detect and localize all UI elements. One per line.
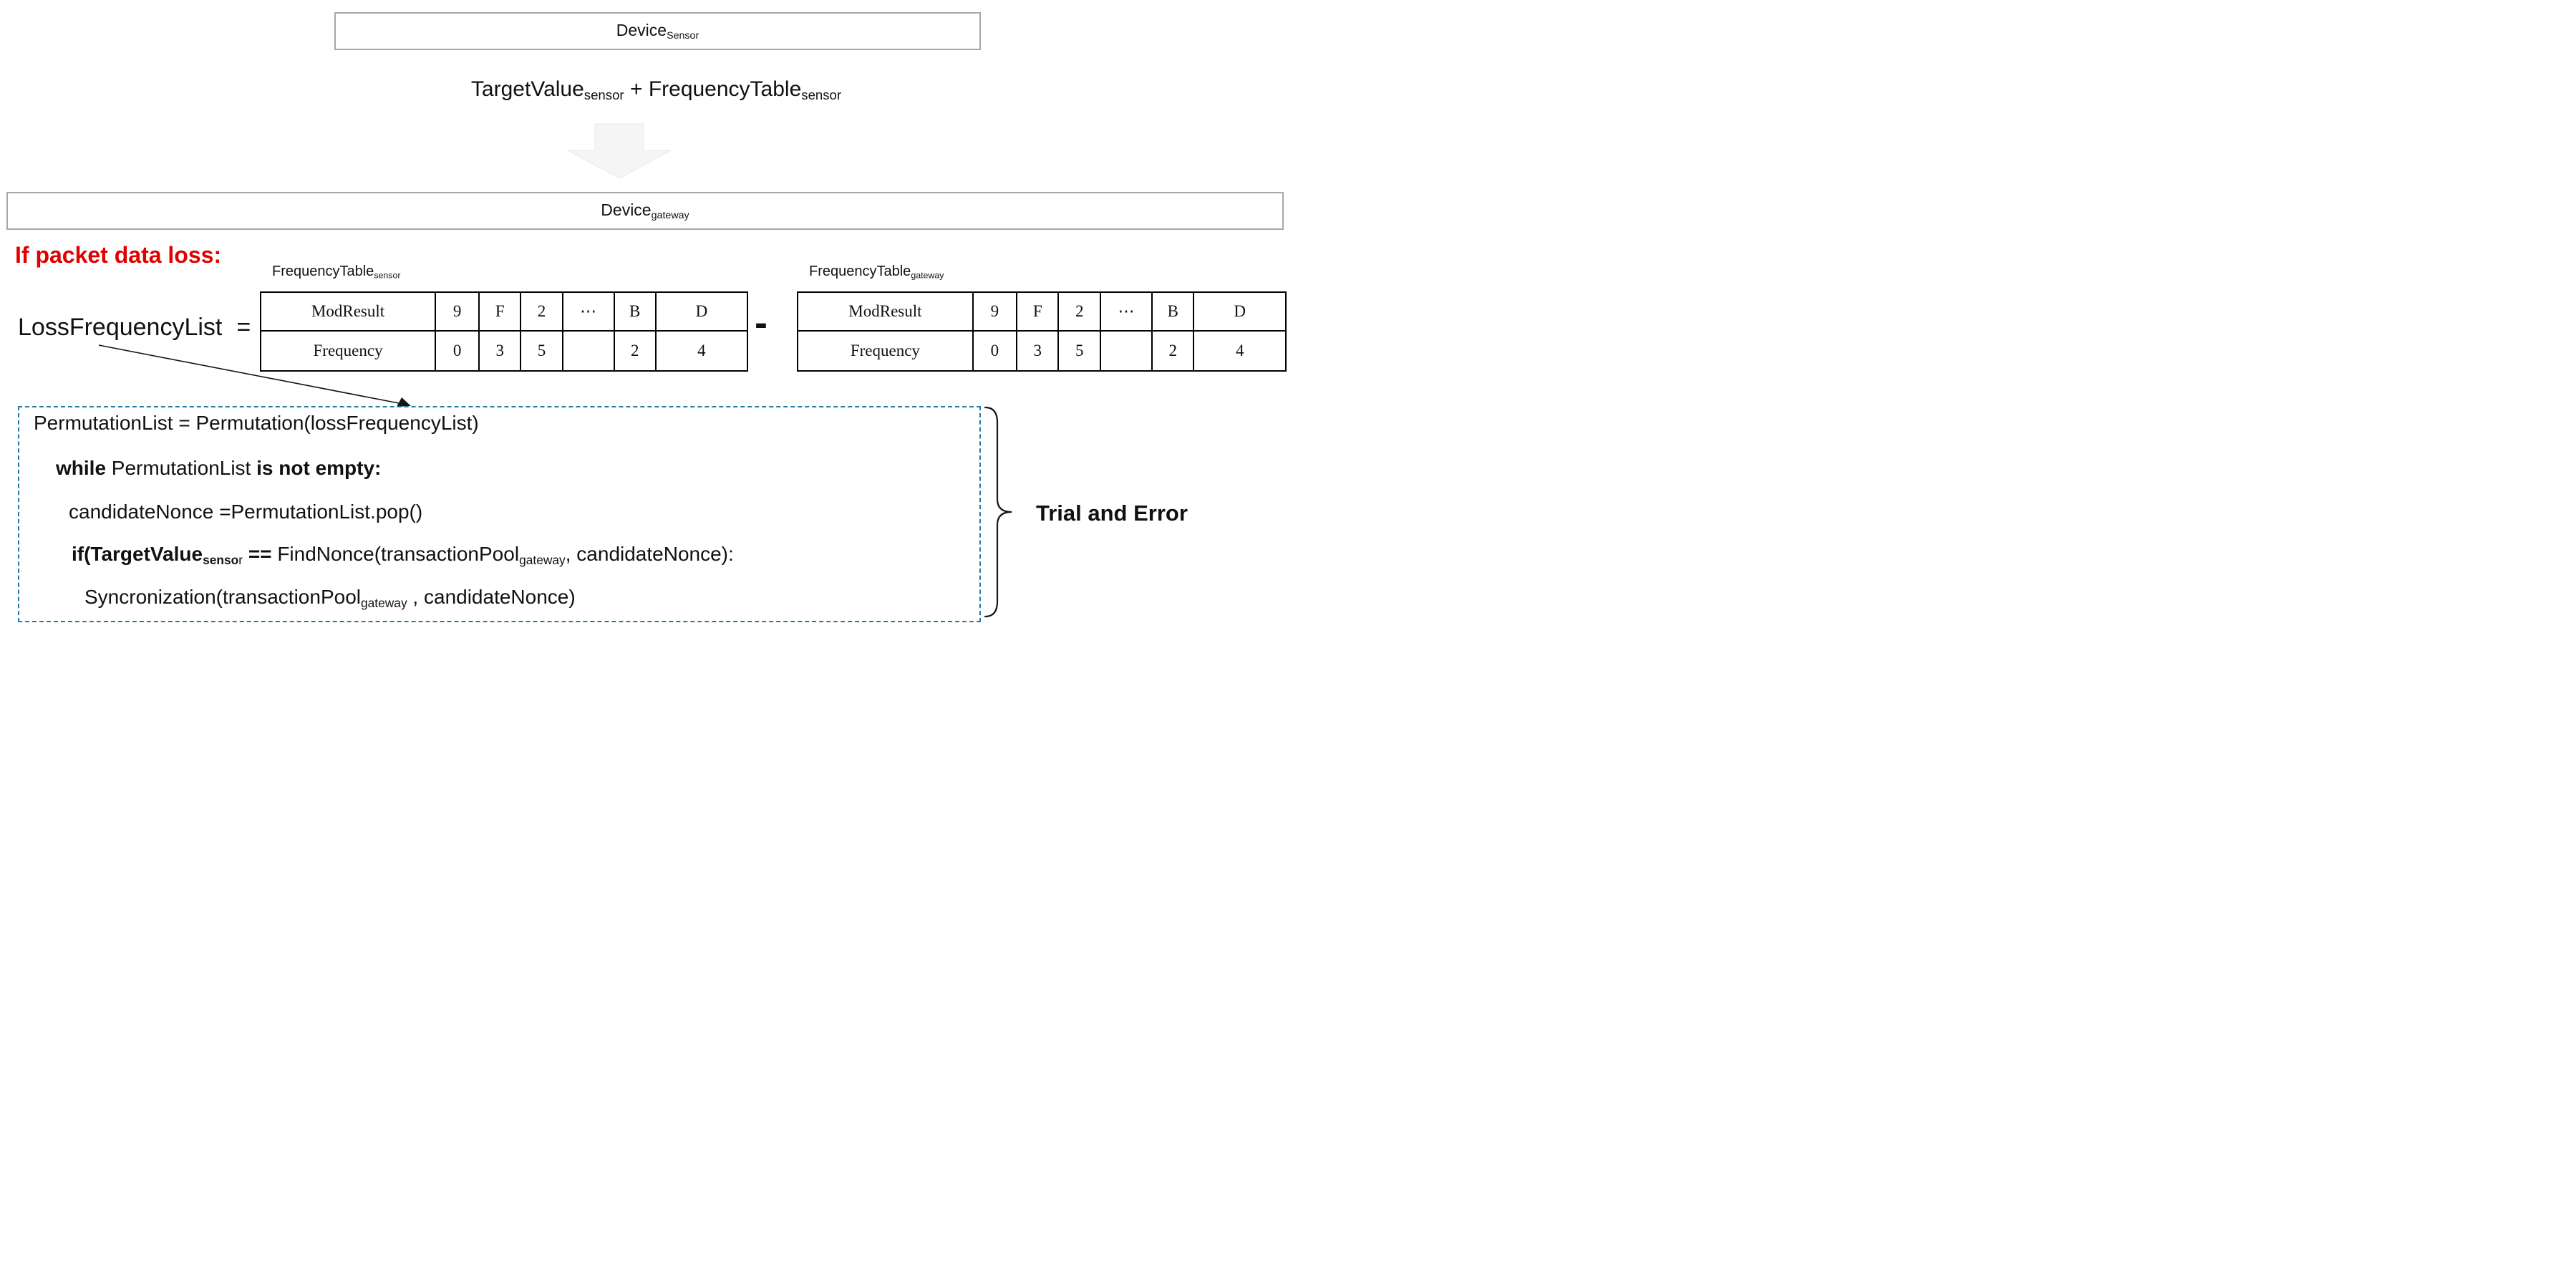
table-cell: B — [1153, 293, 1195, 332]
freq-table-gateway-title-subscript: gateway — [911, 270, 944, 281]
device-sensor-subscript: Sensor — [667, 29, 699, 42]
device-sensor-label: DeviceSensor — [616, 21, 699, 42]
pseudocode-line-1: PermutationList = Permutation(lossFreque… — [34, 411, 479, 435]
double-equals: == — [243, 543, 278, 565]
pseudocode-line-1-text: PermutationList = Permutation(lossFreque… — [34, 412, 479, 434]
transactionpool-subscript: gateway — [519, 552, 566, 567]
table-cell: B — [614, 293, 657, 332]
table-cell: 5 — [1059, 332, 1101, 370]
table-cell-ellipsis: ⋯ — [563, 293, 615, 332]
trial-and-error-label: Trial and Error — [1036, 501, 1188, 526]
transfer-payload-label: TargetValuesensor + FrequencyTablesensor — [334, 74, 978, 105]
connector-arrow-icon — [98, 344, 411, 407]
freq-table-sensor-title: FrequencyTablesensor — [272, 264, 401, 280]
packet-loss-heading: If packet data loss: — [15, 242, 222, 268]
table-cell: Frequency — [261, 332, 437, 370]
table-cell: 2 — [521, 293, 563, 332]
pseudocode-line-2: while PermutationList is not empty: — [56, 456, 381, 480]
device-sensor-box: DeviceSensor — [334, 12, 981, 50]
table-cell-empty — [1101, 332, 1153, 370]
frequencytable-text: FrequencyTable — [648, 77, 802, 101]
pseudocode-line-3: candidateNonce =PermutationList.pop() — [69, 500, 422, 524]
table-cell: 2 — [615, 332, 657, 370]
if-keyword: if(TargetValue — [72, 543, 203, 565]
device-gateway-label: Devicegateway — [601, 200, 689, 221]
table-cell: Frequency — [798, 332, 974, 370]
pseudocode-line-2-tail: is not empty: — [256, 457, 382, 479]
equals-sign: = — [236, 314, 251, 341]
table-cell: 4 — [697, 342, 706, 359]
targetvalue-sub-tail: r — [238, 552, 243, 567]
table-cell: 3 — [480, 332, 522, 370]
targetvalue-text: TargetValue — [470, 77, 584, 101]
pseudocode-box — [18, 406, 981, 622]
pseudocode-line-3-text: candidateNonce =PermutationList.pop() — [69, 501, 423, 523]
minus-operator: - — [755, 301, 768, 344]
pseudocode-line-4-tail: , candidateNonce): — [565, 543, 734, 565]
table-cell: 5 — [521, 332, 563, 370]
plus-sign: + — [624, 77, 649, 101]
frequencytable-subscript: sensor — [801, 87, 842, 103]
syncronization-subscript: gateway — [360, 595, 407, 610]
table-cell: 4 — [1235, 342, 1244, 359]
targetvalue-sub-bold: senso — [203, 552, 239, 567]
device-sensor-name: Device — [616, 21, 667, 39]
targetvalue-subscript: sensor — [584, 87, 624, 103]
device-gateway-subscript: gateway — [651, 209, 689, 221]
table-cell: 0 — [436, 332, 480, 370]
table-cell-empty — [563, 332, 615, 370]
curly-brace-icon — [984, 406, 1012, 618]
findnonce-call: FindNonce(transactionPool — [277, 543, 520, 565]
pseudocode-line-5: Syncronization(transactionPoolgateway , … — [84, 585, 576, 615]
table-cell: 2 — [1059, 293, 1101, 332]
device-gateway-box: Devicegateway — [6, 192, 1284, 230]
table-cell: D — [656, 293, 747, 332]
table-cell: D — [1194, 293, 1285, 332]
diagram-canvas: DeviceSensor TargetValuesensor + Frequen… — [0, 0, 1288, 633]
table-cell: 2 — [1153, 332, 1195, 370]
freq-table-gateway-title-text: FrequencyTable — [809, 264, 911, 279]
table-cell: ModResult — [261, 293, 437, 332]
table-cell: 3 — [1017, 332, 1060, 370]
pseudocode-line-4: if(TargetValuesensor == FindNonce(transa… — [72, 542, 734, 572]
table-cell: F — [480, 293, 522, 332]
table-cell-ellipsis: ⋯ — [1100, 293, 1153, 332]
pseudocode-line-5-tail: , candidateNonce) — [407, 586, 576, 608]
block-arrow-down-icon — [567, 123, 672, 179]
freq-table-sensor: ModResult 9 F 2 ⋯ B D Frequency 0 3 5 2 … — [260, 291, 748, 372]
freq-table-sensor-title-text: FrequencyTable — [272, 264, 374, 279]
freq-table-gateway-title: FrequencyTablegateway — [809, 264, 944, 280]
loss-frequency-assignment: LossFrequencyList = — [18, 314, 251, 342]
syncronization-call: Syncronization(transactionPool — [84, 586, 361, 608]
while-keyword: while — [56, 457, 107, 479]
freq-table-sensor-title-subscript: sensor — [374, 270, 401, 281]
table-cell: F — [1017, 293, 1060, 332]
table-cell: 0 — [974, 332, 1017, 370]
pseudocode-line-2-mid: PermutationList — [106, 457, 257, 479]
loss-frequency-label: LossFrequencyList — [18, 314, 223, 341]
device-gateway-name: Device — [601, 200, 652, 219]
freq-table-gateway: ModResult 9 F 2 ⋯ B D Frequency 0 3 5 2 … — [797, 291, 1287, 372]
table-cell: 9 — [436, 293, 480, 332]
table-cell: 9 — [973, 293, 1017, 332]
table-cell: ModResult — [798, 293, 974, 332]
